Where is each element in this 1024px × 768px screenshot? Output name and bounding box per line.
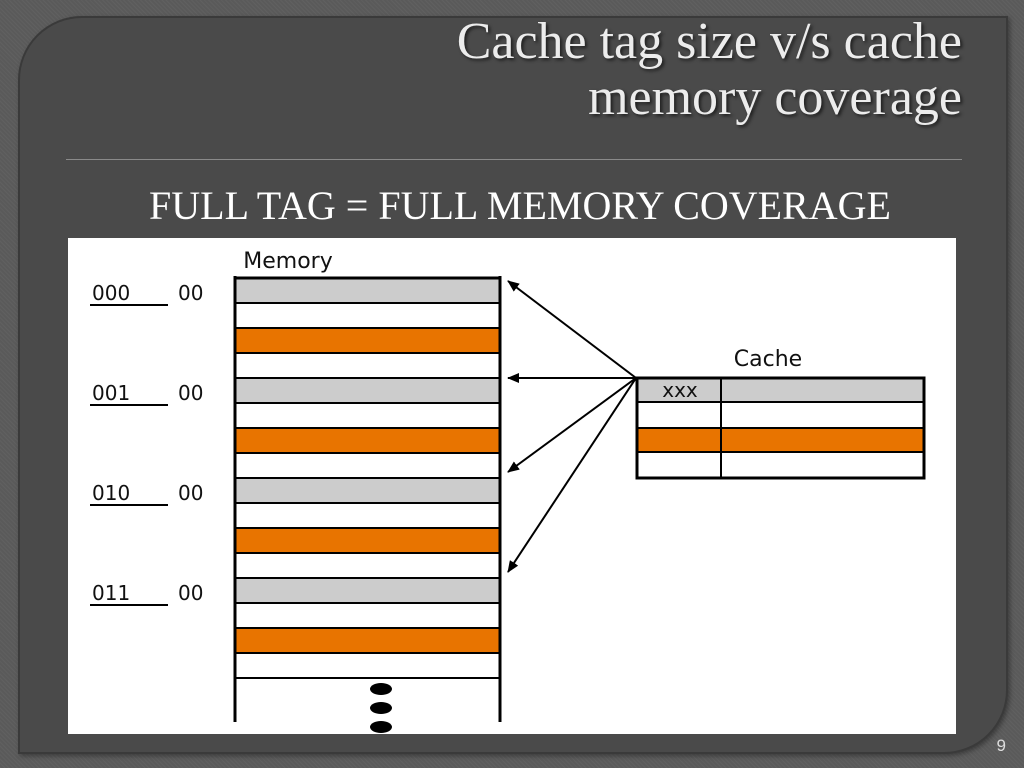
diagram-background <box>68 238 956 734</box>
title-line-2: memory coverage <box>588 69 962 126</box>
mapping-arrows <box>507 280 637 573</box>
continuation-dots <box>370 683 392 733</box>
memory-row <box>236 678 500 703</box>
address-tag-011: 011 <box>92 581 130 605</box>
memory-row <box>236 528 500 553</box>
memory-outline <box>233 276 502 722</box>
memory-row <box>236 378 500 403</box>
address-tag-000: 000 <box>92 281 130 305</box>
cache-tag-cell <box>638 378 721 402</box>
memory-row <box>236 628 500 653</box>
memory-label: Memory <box>243 249 332 274</box>
memory-row <box>236 353 500 378</box>
dot <box>370 721 392 733</box>
memory-row <box>236 503 500 528</box>
cache-tag-text: xxx <box>662 378 698 402</box>
dot <box>370 702 392 714</box>
address-label-011: 011 00 <box>90 581 203 606</box>
memory-row <box>236 603 500 628</box>
cache-data-cell-highlight <box>721 428 924 452</box>
address-tag-010: 010 <box>92 481 130 505</box>
cache-block: xxx <box>635 376 926 480</box>
memory-row <box>236 428 500 453</box>
memory-row <box>236 553 500 578</box>
memory-row <box>236 578 500 603</box>
memory-row <box>236 328 500 353</box>
arrow-to-010 <box>507 377 637 473</box>
address-offset-001: 00 <box>178 381 203 405</box>
dot <box>370 683 392 695</box>
title-divider <box>66 159 962 160</box>
cache-tag-cell-highlight <box>638 428 721 452</box>
address-offset-000: 00 <box>178 281 203 305</box>
memory-row <box>236 653 500 678</box>
page-number: 9 <box>996 736 1006 755</box>
slide-title: Cache tag size v/s cache memory coverage <box>202 14 962 126</box>
cache-data-cell <box>721 378 924 402</box>
memory-row <box>236 453 500 478</box>
memory-row <box>236 278 500 303</box>
memory-row <box>236 403 500 428</box>
title-line-1: Cache tag size v/s cache <box>456 13 962 70</box>
address-label-000: 000 00 <box>90 281 203 306</box>
memory-row <box>236 303 500 328</box>
arrow-to-000 <box>507 280 637 379</box>
cache-label: Cache <box>734 347 802 372</box>
address-label-010: 010 00 <box>90 481 203 506</box>
address-offset-010: 00 <box>178 481 203 505</box>
cache-diagram: Memory Cache 000 00 001 00 010 00 011 00 <box>68 238 956 734</box>
arrow-to-011 <box>507 377 637 573</box>
address-tag-001: 001 <box>92 381 130 405</box>
address-offset-011: 00 <box>178 581 203 605</box>
memory-block <box>236 276 500 703</box>
memory-row <box>236 478 500 503</box>
slide-subtitle: FULL TAG = FULL MEMORY COVERAGE <box>149 183 891 228</box>
address-label-001: 001 00 <box>90 381 203 406</box>
